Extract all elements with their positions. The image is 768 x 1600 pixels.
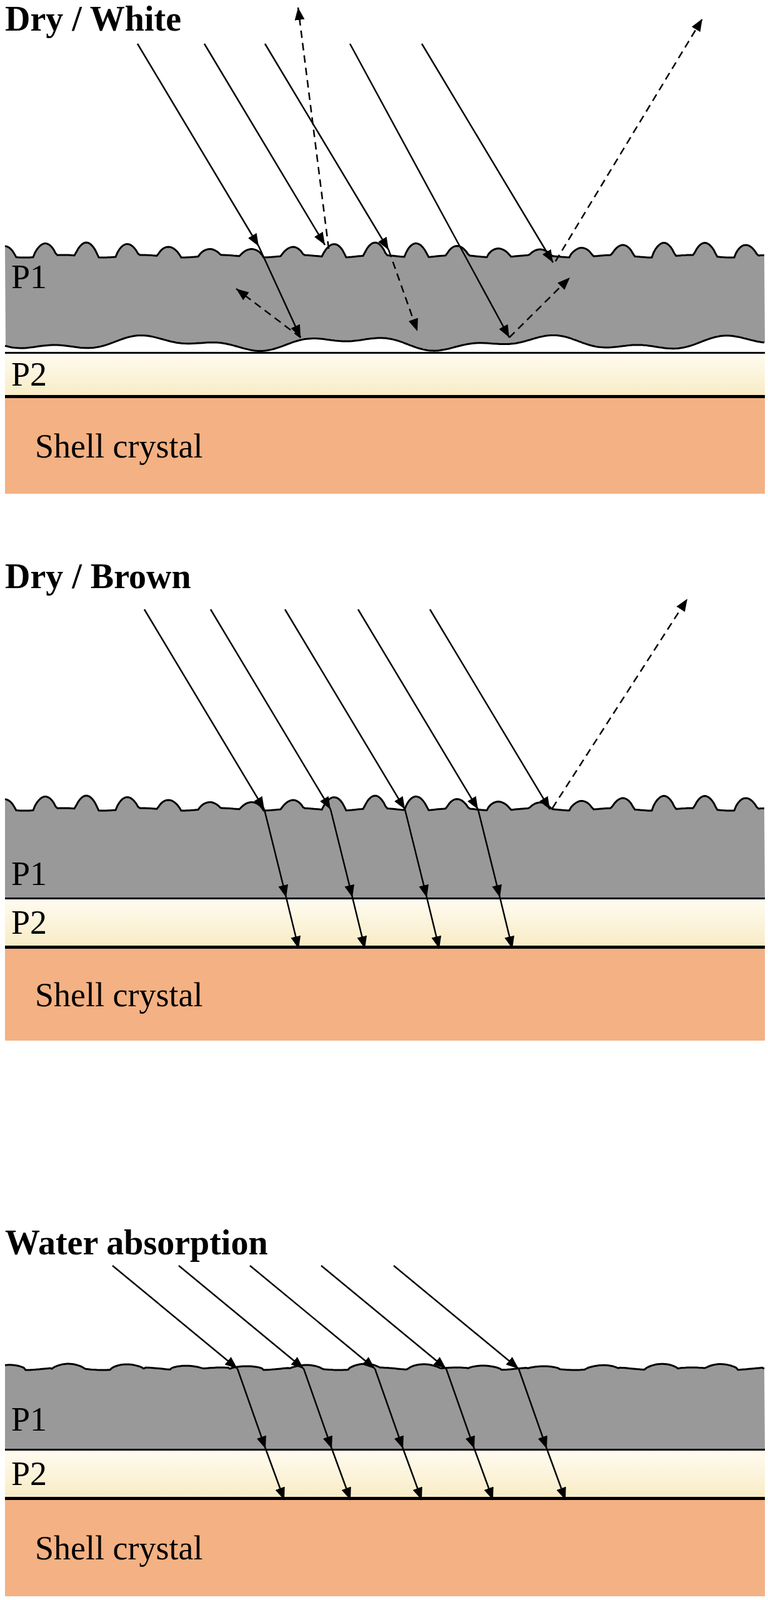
surface-line (4, 242, 765, 258)
layer-label: P2 (11, 357, 47, 392)
shell-crystal-layer: Shell crystal (4, 398, 765, 494)
incident-ray (393, 1265, 519, 1369)
p1-layer: P1 (4, 1359, 765, 1449)
incident-ray (112, 1265, 238, 1369)
incident-ray (178, 1265, 304, 1369)
layer-label: P1 (11, 1402, 47, 1437)
p2-layer: P2 (4, 1448, 765, 1500)
incident-ray (204, 43, 325, 245)
layer-outline (4, 1359, 765, 1449)
surface-line (4, 795, 765, 811)
reflected-ray (552, 598, 688, 808)
incident-ray (284, 609, 405, 810)
surface-line (4, 1363, 765, 1370)
incident-ray (137, 43, 259, 247)
layer-label: P1 (11, 259, 47, 294)
layer-label: Shell crystal (34, 977, 203, 1012)
incident-ray (210, 609, 331, 810)
shell-crystal-layer: Shell crystal (4, 948, 765, 1041)
p1-layer: P1 (4, 237, 765, 352)
incident-ray (321, 1265, 447, 1369)
reflected-ray (298, 7, 329, 249)
panel-heading: Dry / White (4, 0, 182, 39)
layer-label: P2 (11, 905, 47, 940)
reflected-ray (555, 18, 703, 262)
layer-outline (4, 793, 765, 898)
incident-ray (249, 1265, 375, 1369)
p2-layer: P2 (4, 351, 765, 399)
layer-fill (4, 795, 765, 898)
layer-label: Shell crystal (34, 1531, 203, 1565)
panel-heading: Water absorption (4, 1223, 269, 1263)
layer-label: P2 (11, 1456, 47, 1491)
layer-outline (4, 237, 765, 352)
incident-ray (429, 609, 550, 810)
panel-heading: Dry / Brown (4, 557, 192, 597)
incident-ray (358, 609, 479, 810)
incident-ray (144, 609, 265, 810)
incident-ray (421, 43, 554, 263)
layer-label: P1 (11, 856, 47, 891)
interface-line (4, 334, 765, 351)
p2-layer: P2 (4, 897, 765, 949)
layer-fill (4, 1363, 765, 1449)
incident-ray (264, 43, 389, 250)
layer-label: Shell crystal (34, 429, 203, 464)
p1-layer: P1 (4, 793, 765, 898)
layer-fill (4, 242, 765, 351)
shell-crystal-layer: Shell crystal (4, 1499, 765, 1596)
